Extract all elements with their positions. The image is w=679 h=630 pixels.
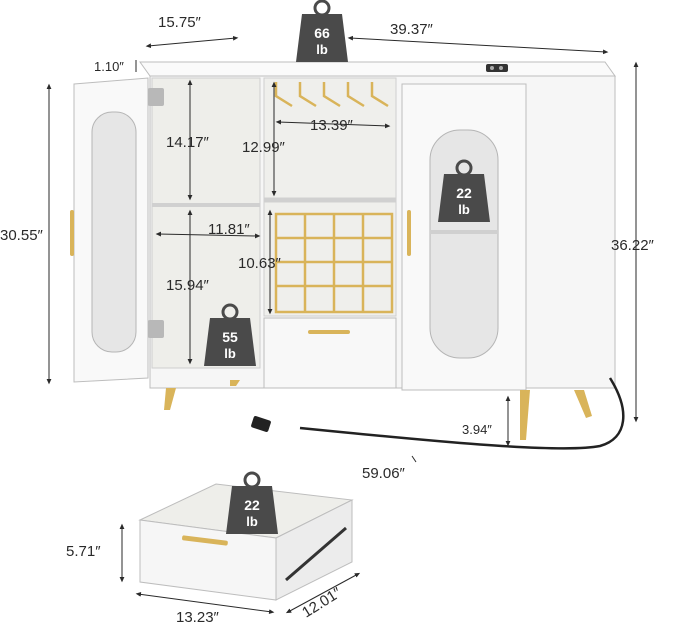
weight-badge-top: 66 lb <box>296 0 348 62</box>
middle-compartment <box>263 77 397 317</box>
left-door-glass <box>91 111 137 353</box>
label-drawer-depth: 12.01″ <box>299 584 345 621</box>
weight-badge-left: 55 lb <box>204 303 256 366</box>
drawer-front <box>263 317 397 389</box>
label-lower-left-shelf: 15.94″ <box>166 277 210 294</box>
label-upper-mid-shelf: 12.99″ <box>242 139 286 156</box>
drawer-handle <box>308 330 350 334</box>
plug-icon <box>251 416 271 432</box>
weight-left-unit: lb <box>224 346 236 361</box>
leg <box>230 380 240 386</box>
label-inner-left-width: 11.81″ <box>208 221 250 238</box>
weight-top-value: 66 <box>314 25 330 41</box>
label-glass-rack-width: 13.39″ <box>310 117 354 134</box>
weight-drawer-value: 22 <box>244 497 260 513</box>
weight-badge-right: 22 lb <box>438 159 490 222</box>
label-cord-length: 59.06″ <box>362 465 406 482</box>
power-cord <box>251 377 625 450</box>
weight-top-unit: lb <box>316 42 328 57</box>
hinge-icon <box>148 320 164 338</box>
label-top-thickness: 1.10″ <box>94 59 124 74</box>
label-upper-left-shelf: 14.17″ <box>166 134 210 151</box>
cabinet-top <box>139 61 616 77</box>
leg <box>574 390 592 418</box>
leg <box>164 388 176 410</box>
weight-left-value: 55 <box>222 329 238 345</box>
weight-right-value: 22 <box>456 185 472 201</box>
label-drawer-width: 13.23″ <box>176 609 220 626</box>
label-total-height: 36.22″ <box>611 237 655 254</box>
drawer-dimension-lines <box>119 523 361 614</box>
label-depth: 15.75″ <box>158 14 202 31</box>
drawer-slide <box>285 526 347 582</box>
label-width: 39.37″ <box>390 21 434 38</box>
label-drawer-height: 5.71″ <box>66 543 101 560</box>
weight-badge-drawer: 22 lb <box>226 471 278 534</box>
drawer-detail-handle <box>182 535 228 546</box>
weight-drawer-unit: lb <box>246 514 258 529</box>
weight-right-unit: lb <box>458 202 470 217</box>
leg <box>520 390 530 440</box>
wine-rack <box>274 212 394 314</box>
right-door-glass <box>429 129 499 359</box>
hinge-icon <box>148 88 164 106</box>
power-outlet-icon <box>486 64 508 72</box>
label-wine-rack-height: 10.63″ <box>238 255 282 272</box>
label-leg-height: 3.94″ <box>462 422 492 437</box>
left-door-handle <box>70 210 74 256</box>
dimension-lines <box>46 35 639 463</box>
cabinet <box>70 61 616 440</box>
label-door-height: 30.55″ <box>0 227 44 244</box>
right-door-handle <box>407 210 411 256</box>
